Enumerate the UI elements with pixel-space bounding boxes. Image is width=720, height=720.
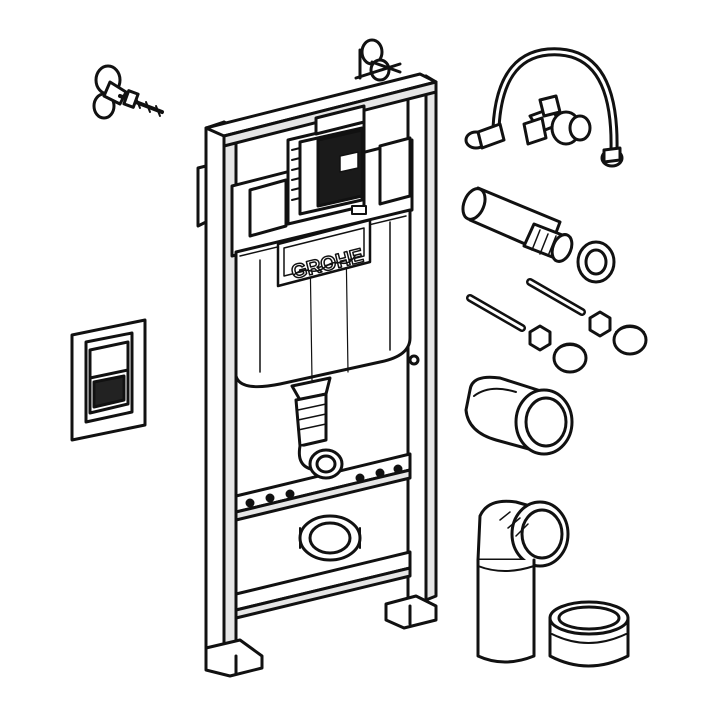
nuts-and-caps — [528, 310, 648, 374]
seal-ring — [576, 240, 616, 284]
flush-pipe-straight — [461, 186, 574, 263]
supply-hose-with-valve — [464, 47, 624, 168]
waste-elbow-pipe — [476, 499, 570, 664]
flush-plate — [70, 318, 147, 442]
fixing-bolts — [466, 278, 586, 332]
wall-anchor-bracket — [92, 64, 164, 120]
end-cap — [548, 600, 630, 668]
cistern-tank: GROHE — [230, 104, 420, 389]
flush-pipe-elbow — [290, 376, 362, 562]
connector-sleeve — [464, 375, 574, 456]
installation-frame — [196, 38, 438, 678]
